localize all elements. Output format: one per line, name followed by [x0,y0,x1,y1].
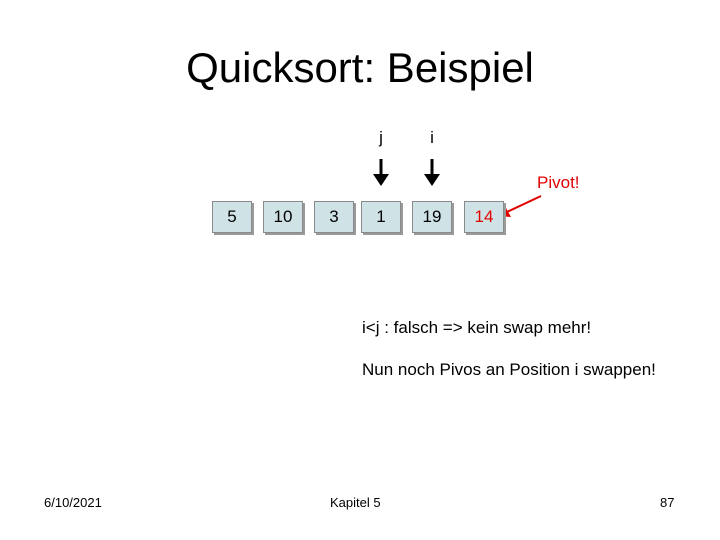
pivot-label: Pivot! [537,173,580,192]
note-line: Nun noch Pivos an Position i swappen! [362,360,656,379]
pointer-j-label: j [379,128,383,147]
array-cell-pivot: 14 [464,201,504,233]
footer-date: 6/10/2021 [44,495,102,510]
slide-title: Quicksort: Beispiel [186,44,534,91]
array-cell: 1 [361,201,401,233]
pointer-i-label: i [430,128,434,147]
array-cell: 10 [263,201,303,233]
down-arrow-icon [373,159,389,186]
footer-page-number: 87 [660,495,675,510]
array-cell: 3 [314,201,354,233]
footer-chapter: Kapitel 5 [330,495,381,510]
array-cell: 5 [212,201,252,233]
down-arrow-icon [424,159,440,186]
note-line: i<j : falsch => kein swap mehr! [362,318,592,337]
array-cell: 19 [412,201,452,233]
